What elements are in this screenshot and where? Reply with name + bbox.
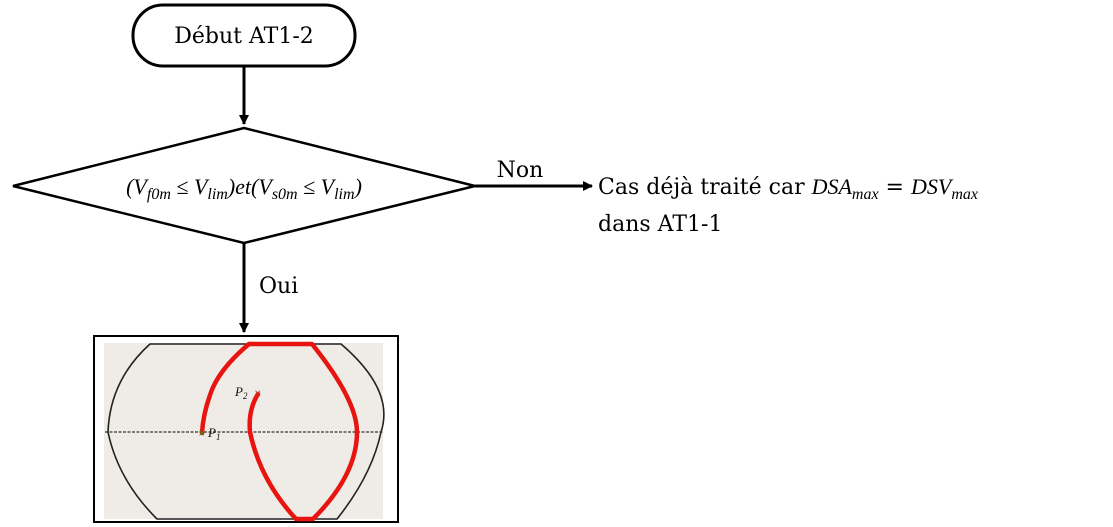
result-line-1: Cas déjà traité car DSAmax = DSVmax bbox=[598, 174, 978, 203]
figure-background bbox=[104, 343, 383, 519]
p2-label: P2 bbox=[234, 384, 248, 401]
condition-text: (Vf0m ≤ Vlim)et(Vs0m ≤ Vlim) bbox=[126, 174, 362, 203]
red-curve-outer bbox=[246, 341, 360, 522]
yes-label: Oui bbox=[259, 274, 298, 299]
no-label: Non bbox=[497, 158, 544, 183]
p2-marker: × bbox=[254, 389, 262, 399]
result-line-2: dans AT1-1 bbox=[598, 212, 722, 237]
start-label: Début AT1-2 bbox=[174, 24, 314, 49]
p1-marker: × bbox=[198, 429, 206, 439]
p1-label: P1 bbox=[207, 425, 220, 442]
red-curve-inner bbox=[199, 341, 252, 436]
outer-contour bbox=[107, 343, 385, 520]
